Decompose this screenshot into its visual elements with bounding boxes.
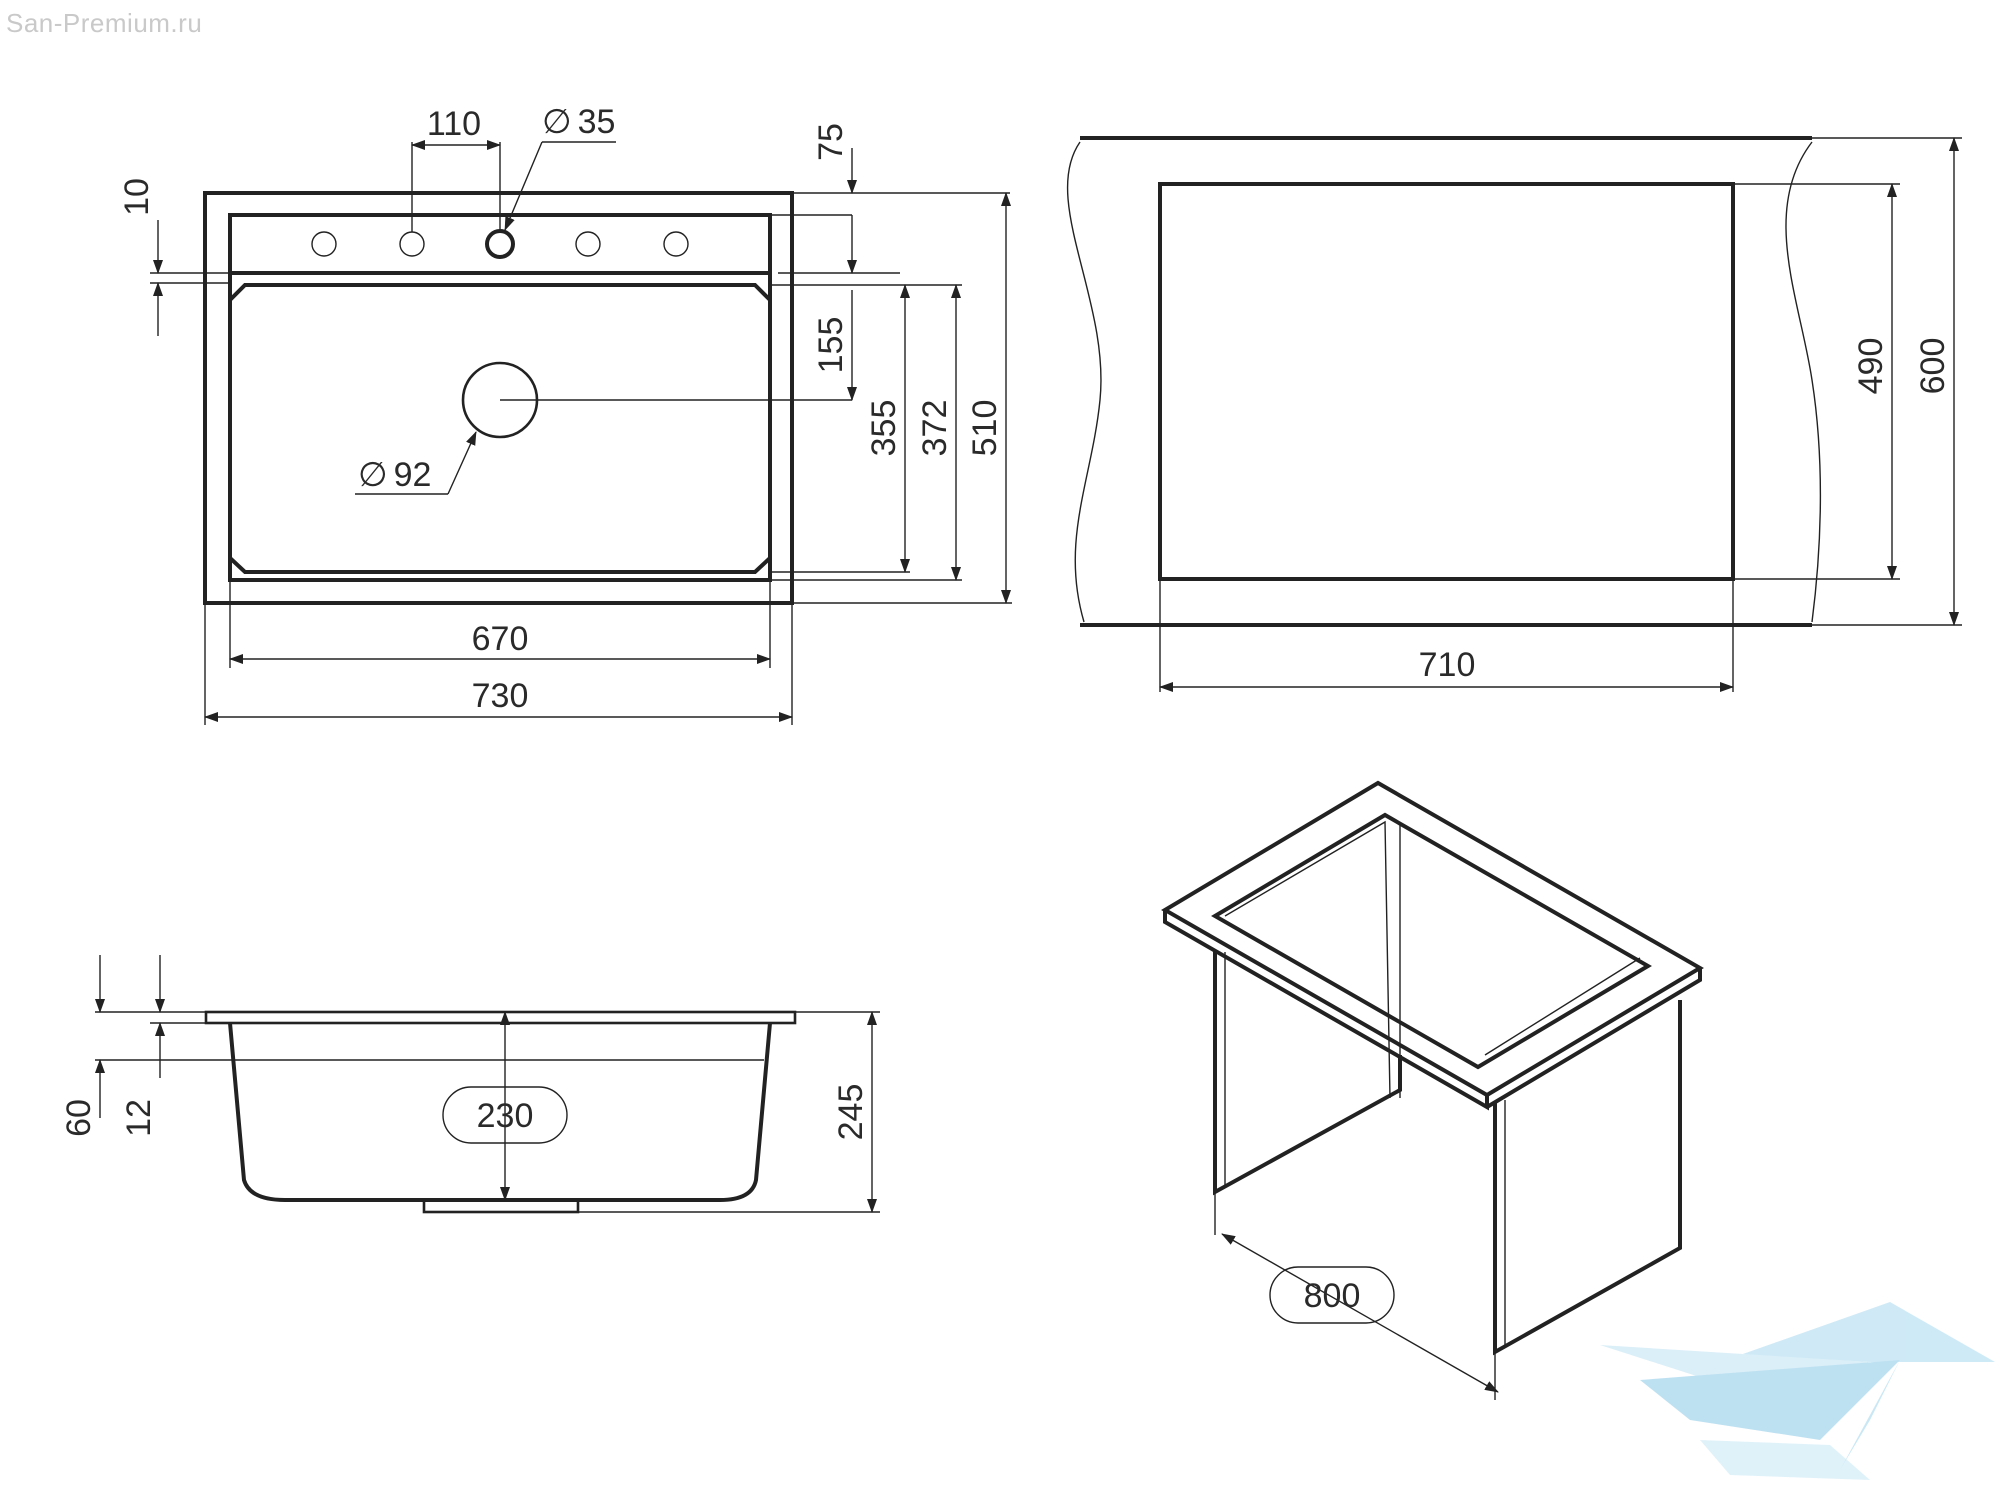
dim-hole-spacing: 110: [427, 105, 481, 143]
cabinet-view: 490 600 710: [1066, 136, 1962, 692]
dim-lip: 12: [120, 1099, 158, 1137]
bowl-outline: [228, 283, 772, 574]
tap-hole-5: [663, 231, 689, 257]
iso-opening: [1211, 812, 1652, 1070]
cutout-outline: [1158, 182, 1735, 581]
tap-hole-main: [485, 229, 515, 259]
bowl-depth-badge: [442, 1086, 568, 1144]
dim-worktop-depth: 600: [1914, 338, 1952, 395]
dim-cabinet-width: 710: [1419, 646, 1476, 684]
dim-hole-row: 75: [812, 123, 850, 161]
dim-drain-offset: 155: [812, 317, 850, 374]
top-view: 110 ∅35 10 75 155 355: [118, 103, 1012, 725]
iso-right-panel: [1493, 1000, 1682, 1356]
dim-total-height: 245: [832, 1084, 870, 1141]
iso-view: 800: [1161, 780, 1704, 1400]
dim-inner-width: 670: [472, 620, 529, 658]
side-view: 60 12 230 245: [60, 955, 880, 1214]
dim-total-width: 730: [472, 677, 529, 715]
dim-top-offset: 10: [118, 178, 156, 216]
sink-inner-outline: [228, 213, 772, 582]
cabinet-width-badge: [1269, 1266, 1395, 1324]
iso-top-slab: [1161, 780, 1704, 1098]
iso-left-panel: [1213, 950, 1402, 1196]
sink-outline: [203, 191, 794, 605]
dim-cutout-depth: 490: [1852, 338, 1890, 395]
dim-rim: 60: [60, 1099, 98, 1137]
dim-tap-hole-label: ∅35: [542, 103, 615, 141]
rim-profile: [204, 1010, 797, 1025]
tap-hole-2: [399, 231, 425, 257]
watermark-text: San-Premium.ru: [6, 8, 203, 38]
tap-hole-4: [575, 231, 601, 257]
brand-logo: [1600, 1302, 1995, 1480]
dim-bowl-length: 355: [865, 400, 903, 457]
dim-bowl-depth: 230: [477, 1097, 534, 1135]
dim-cabinet-min: 800: [1304, 1277, 1361, 1315]
dim-total-length: 510: [966, 400, 1004, 457]
dim-inner-length: 372: [916, 400, 954, 457]
dim-drain-label: ∅92: [358, 456, 431, 494]
break-line-left: [1066, 141, 1102, 623]
break-line-right: [1785, 141, 1822, 623]
tap-hole-1: [311, 231, 337, 257]
